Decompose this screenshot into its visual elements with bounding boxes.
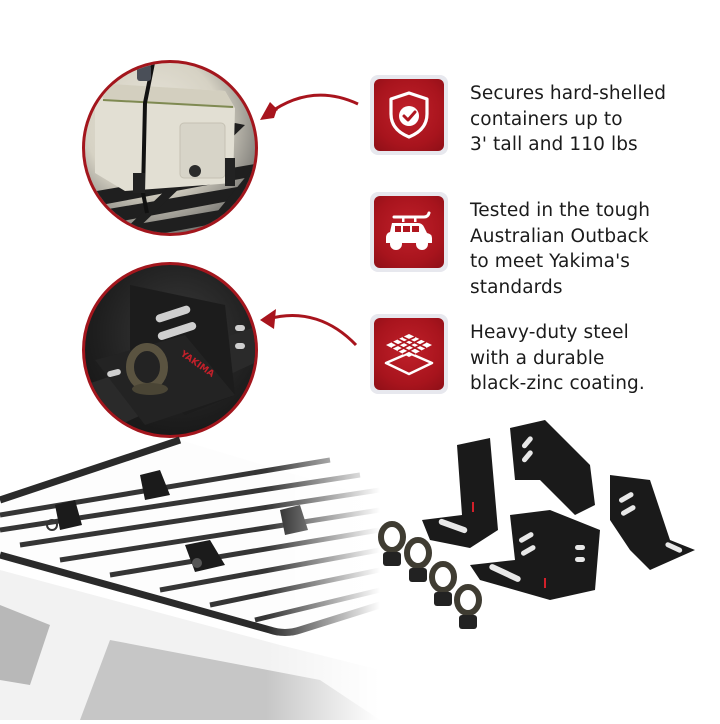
arrow-icon <box>260 93 359 120</box>
feature-badge <box>370 75 448 155</box>
feature-outback-tested: Tested in the tough Australian Outback t… <box>370 192 710 300</box>
shield-check-icon <box>389 91 429 139</box>
roof-rack-on-vehicle-image <box>0 430 382 720</box>
feature-badge <box>370 314 448 394</box>
feature-description: Heavy-duty steel with a durable black-zi… <box>470 322 645 394</box>
feature-badge <box>370 192 448 272</box>
arrow-icon <box>260 309 358 347</box>
feature-description: Tested in the tough Australian Outback t… <box>470 200 651 298</box>
cooler-closeup-image <box>82 60 258 236</box>
bracket-kit-parts-image <box>370 420 700 650</box>
feature-steel-coating: Heavy-duty steel with a durable black-zi… <box>370 314 710 397</box>
car-with-roof-rack-icon <box>386 211 432 250</box>
feature-container-capacity: Secures hard-shelled containers up to 3'… <box>370 75 710 158</box>
feature-description: Secures hard-shelled containers up to 3'… <box>470 83 667 155</box>
layered-grid-icon <box>384 334 434 376</box>
bracket-closeup-image: YAKIMA <box>82 262 258 438</box>
